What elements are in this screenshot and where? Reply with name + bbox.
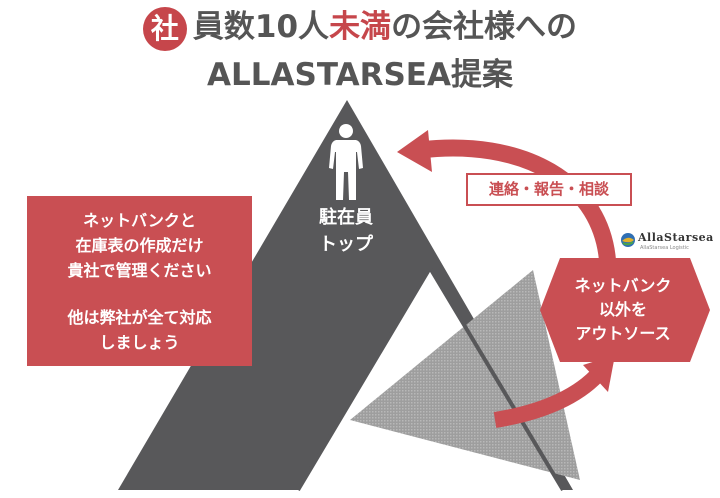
- top-label-line-1: 駐在員: [319, 207, 373, 228]
- outsource-arrow: [493, 366, 607, 428]
- logo-name: AllaStarsea: [638, 231, 714, 244]
- outsource-arrow-head: [583, 355, 615, 392]
- client-task-line-3: 貴社で管理ください: [67, 260, 212, 280]
- globe-icon: [621, 233, 635, 247]
- person-icon: [329, 124, 363, 200]
- title-accent: 未満: [329, 9, 392, 45]
- client-task-line-1: ネットバンクと: [83, 210, 196, 230]
- top-label-line-2: トップ: [319, 234, 373, 255]
- allastarsea-logo: AllaStarsea AllaStarsea Logistic: [620, 228, 714, 254]
- outsource-hexagon-text: ネットバンク 以外を アウトソース: [548, 268, 698, 352]
- title-line-2: ALLASTARSEA提案: [207, 57, 513, 93]
- client-task-line-4: 他は弊社が全て対応: [67, 307, 212, 327]
- client-task-box: ネットバンクと 在庫表の作成だけ 貴社で管理ください 他は弊社が全て対応 しまし…: [27, 196, 252, 366]
- logo-tagline: AllaStarsea Logistic: [640, 245, 689, 251]
- client-task-line-2: 在庫表の作成だけ: [75, 235, 204, 255]
- report-arrow-head: [397, 130, 432, 172]
- title-part-2: の会社様への: [391, 9, 578, 45]
- outsource-hexagon: [540, 258, 710, 362]
- report-consult-tag: 連絡・報告・相談: [466, 173, 632, 206]
- top-label: 駐在員 トップ: [296, 204, 396, 258]
- hex-line-2: 以外を: [598, 300, 647, 319]
- client-task-line-5: しましょう: [99, 332, 180, 352]
- hex-line-3: アウトソース: [575, 324, 671, 343]
- spacer: [27, 283, 252, 305]
- hex-line-1: ネットバンク: [574, 276, 672, 295]
- report-arrow: [418, 139, 617, 269]
- company-badge: 社: [142, 6, 187, 51]
- title-part-1: 員数10人: [192, 9, 330, 45]
- title-line-1: 社員数10人未満の会社様への: [0, 6, 720, 51]
- grey-outsource-triangle: [350, 270, 580, 480]
